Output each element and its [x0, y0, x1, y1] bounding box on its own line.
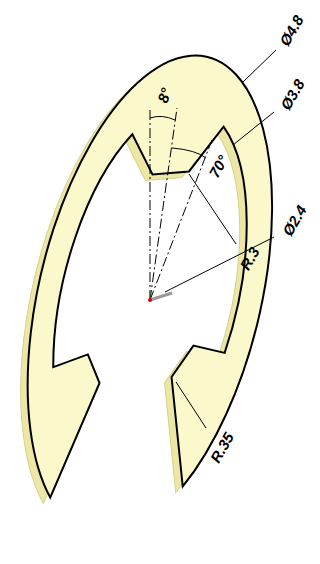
center-lines [150, 108, 212, 300]
leader-lines [165, 50, 276, 428]
dimension-label: Ø3.8 [276, 74, 309, 114]
clip-front-face [1, 46, 306, 502]
dimension-label: Ø4.8 [275, 10, 308, 50]
dimension-label: Ø2.4 [278, 200, 311, 240]
origin-triad [148, 291, 172, 302]
angle-arcs [150, 116, 206, 158]
